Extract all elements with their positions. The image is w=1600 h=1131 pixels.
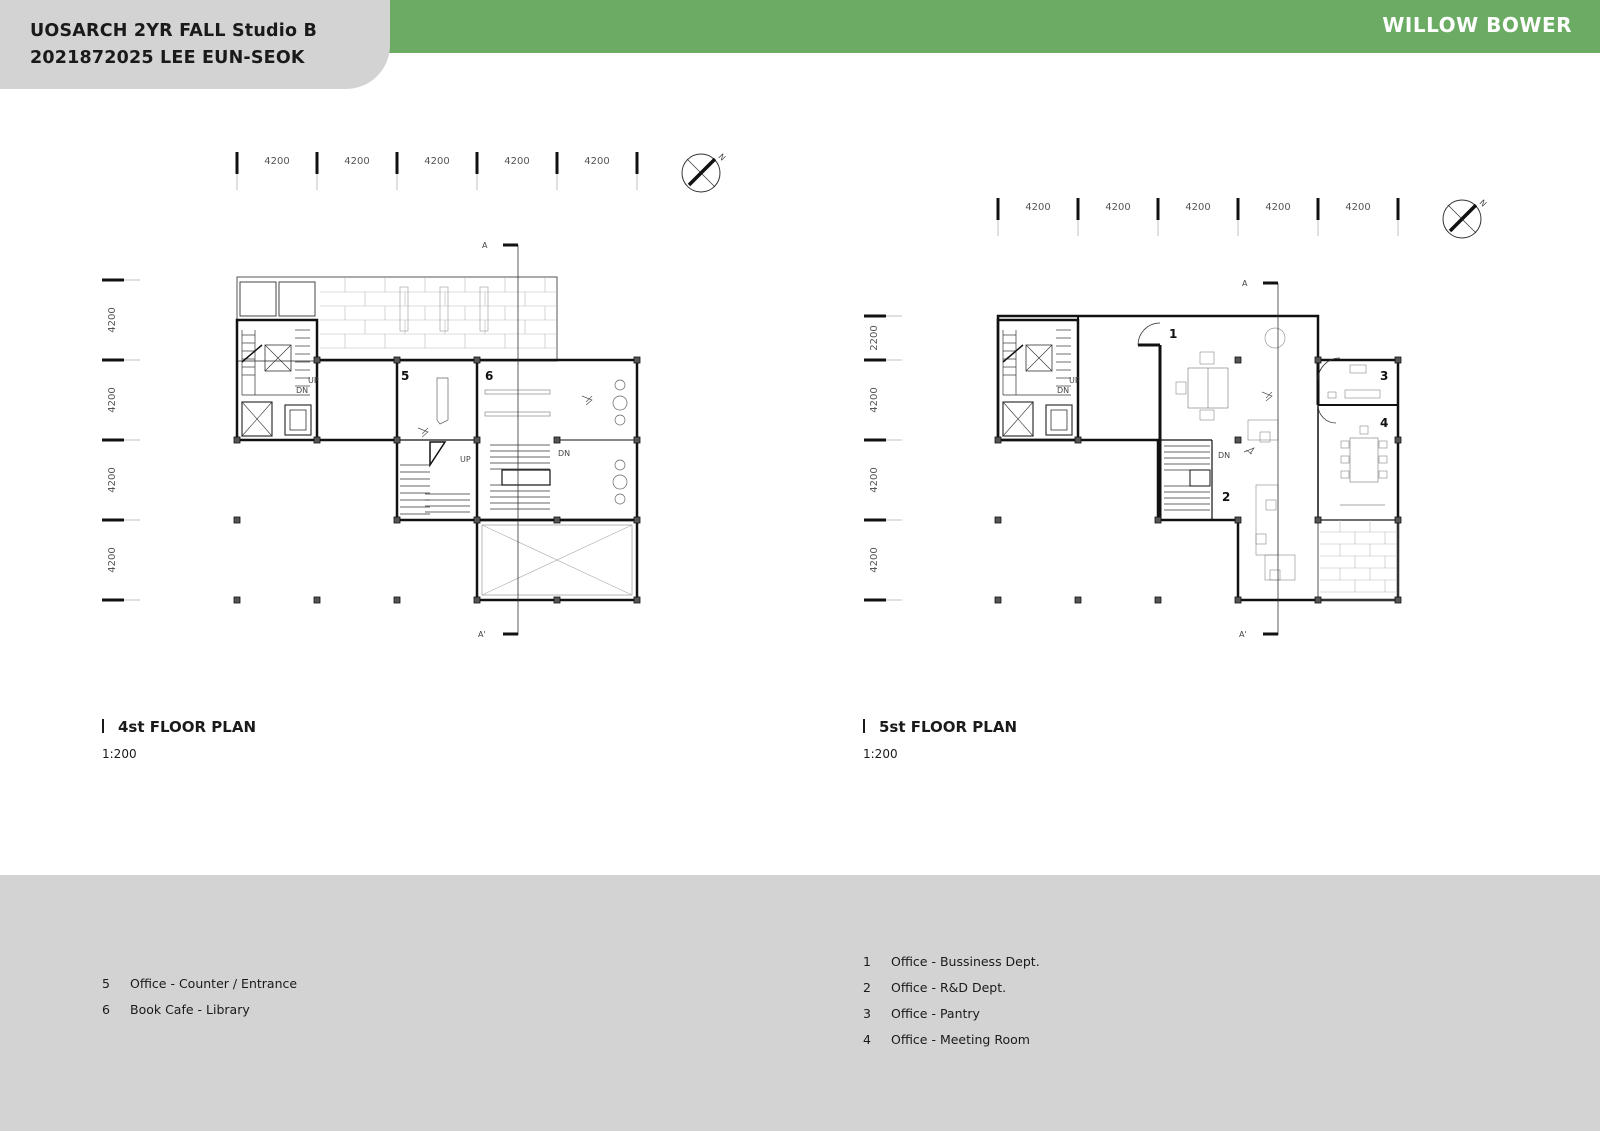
- note-up: UP: [1069, 376, 1080, 385]
- course-title: UOSARCH 2YR FALL Studio B: [30, 21, 317, 41]
- section-label-bottom: A': [478, 630, 486, 639]
- title-bar: [863, 719, 865, 733]
- header-tab: UOSARCH 2YR FALL Studio B 2021872025 LEE…: [0, 0, 390, 89]
- dim-label: 4200: [869, 547, 880, 572]
- note-up: UP: [308, 376, 319, 385]
- dim-label: 4200: [107, 307, 118, 332]
- note-dn: DN: [558, 449, 570, 458]
- dim-label: 4200: [424, 156, 449, 167]
- dim-label: 4200: [344, 156, 369, 167]
- dim-label: 4200: [869, 387, 880, 412]
- note-dn: DN: [1218, 451, 1230, 460]
- dim-label: 4200: [1105, 202, 1130, 213]
- room-number: 4: [1380, 416, 1388, 430]
- north-arrow-icon: N: [1442, 198, 1489, 239]
- plan-scale-5th: 1:200: [863, 747, 898, 761]
- plan-5th-floor: 4200 4200 4200 4200 4200 2200 4200 4200 …: [864, 198, 1488, 639]
- dim-label: 4200: [1025, 202, 1050, 213]
- dim-label: 4200: [1265, 202, 1290, 213]
- section-label-bottom: A': [1239, 630, 1247, 639]
- dim-label: 4200: [107, 387, 118, 412]
- dim-label: 4200: [869, 467, 880, 492]
- plan-scale-4th: 1:200: [102, 747, 137, 761]
- dim-label: 4200: [264, 156, 289, 167]
- title-bar: [102, 719, 104, 733]
- floor-plans-drawing: 4200 4200 4200 4200 4200 4200 4200 4200 …: [102, 152, 1488, 639]
- note-dn: DN: [1057, 386, 1069, 395]
- project-title: WILLOW BOWER: [1382, 13, 1572, 37]
- plan-4th-floor: 4200 4200 4200 4200 4200 4200 4200 4200 …: [102, 152, 727, 639]
- section-label-top: A: [1242, 279, 1248, 288]
- room-number: 5: [401, 369, 409, 383]
- note-up: UP: [460, 455, 471, 464]
- student-id: 2021872025 LEE EUN-SEOK: [30, 48, 305, 68]
- north-arrow-icon: N: [681, 152, 728, 193]
- svg-text:N: N: [717, 152, 728, 163]
- dim-label: 4200: [1345, 202, 1370, 213]
- dim-label: 4200: [1185, 202, 1210, 213]
- plan-title-4th: 4st FLOOR PLAN: [102, 718, 256, 736]
- dim-label: 2200: [869, 325, 880, 350]
- room-number: 6: [485, 369, 493, 383]
- room-number: 2: [1222, 490, 1230, 504]
- svg-text:N: N: [1478, 198, 1489, 209]
- dim-label: 4200: [107, 467, 118, 492]
- room-number: 1: [1169, 327, 1177, 341]
- plan-title-5th: 5st FLOOR PLAN: [863, 718, 1017, 736]
- dim-label: 4200: [504, 156, 529, 167]
- room-number: 3: [1380, 369, 1388, 383]
- note-dn: DN: [296, 386, 308, 395]
- dim-label: 4200: [107, 547, 118, 572]
- dim-label: 4200: [584, 156, 609, 167]
- section-label-top: A: [482, 241, 488, 250]
